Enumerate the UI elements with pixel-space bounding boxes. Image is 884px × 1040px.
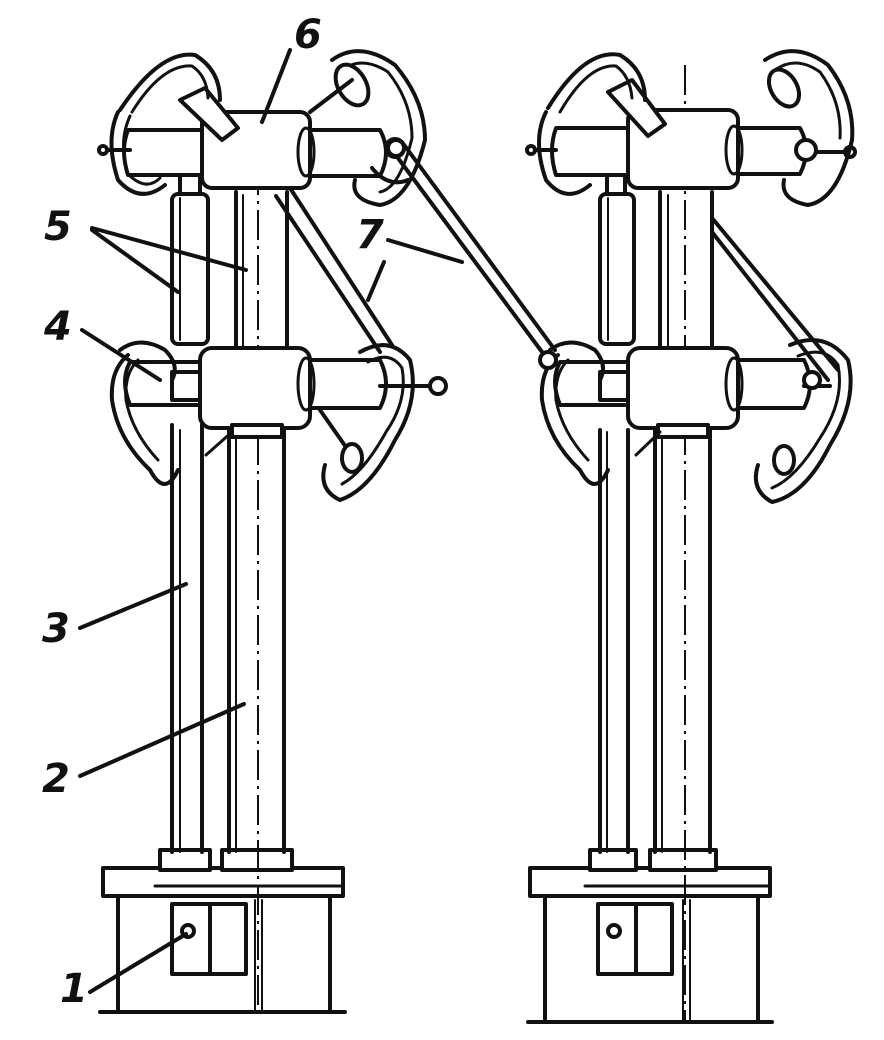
right-assembly	[525, 49, 857, 1024]
label-6: 6	[294, 12, 322, 58]
leader-5a	[90, 228, 180, 294]
leader-4	[80, 328, 162, 382]
label-2: 2	[42, 756, 70, 802]
leader-lines	[78, 48, 464, 994]
base-housing-right	[526, 866, 774, 1024]
main-shaft-left	[227, 120, 289, 1012]
leader-3	[78, 582, 188, 630]
door-knob-right	[606, 923, 622, 939]
leader-5b	[90, 226, 248, 272]
leader-2	[78, 702, 246, 778]
top-hub-left	[97, 86, 388, 190]
left-assembly	[97, 49, 448, 1014]
spring-tube-left	[170, 192, 210, 346]
joint-4-left	[170, 370, 204, 402]
label-3: 3	[42, 606, 70, 652]
leader-6	[260, 48, 292, 124]
label-7: 7	[356, 212, 384, 258]
leader-7a	[386, 238, 464, 264]
thin-column-left	[170, 423, 204, 854]
base-housing-left	[98, 866, 347, 1014]
label-5: 5	[44, 204, 72, 250]
labels: 1 2 3 4 5 6 7	[42, 12, 384, 1012]
label-4: 4	[43, 304, 72, 350]
leader-1	[88, 932, 188, 994]
label-1: 1	[60, 966, 88, 1012]
connecting-rod	[386, 138, 557, 358]
leader-7b	[366, 260, 386, 302]
